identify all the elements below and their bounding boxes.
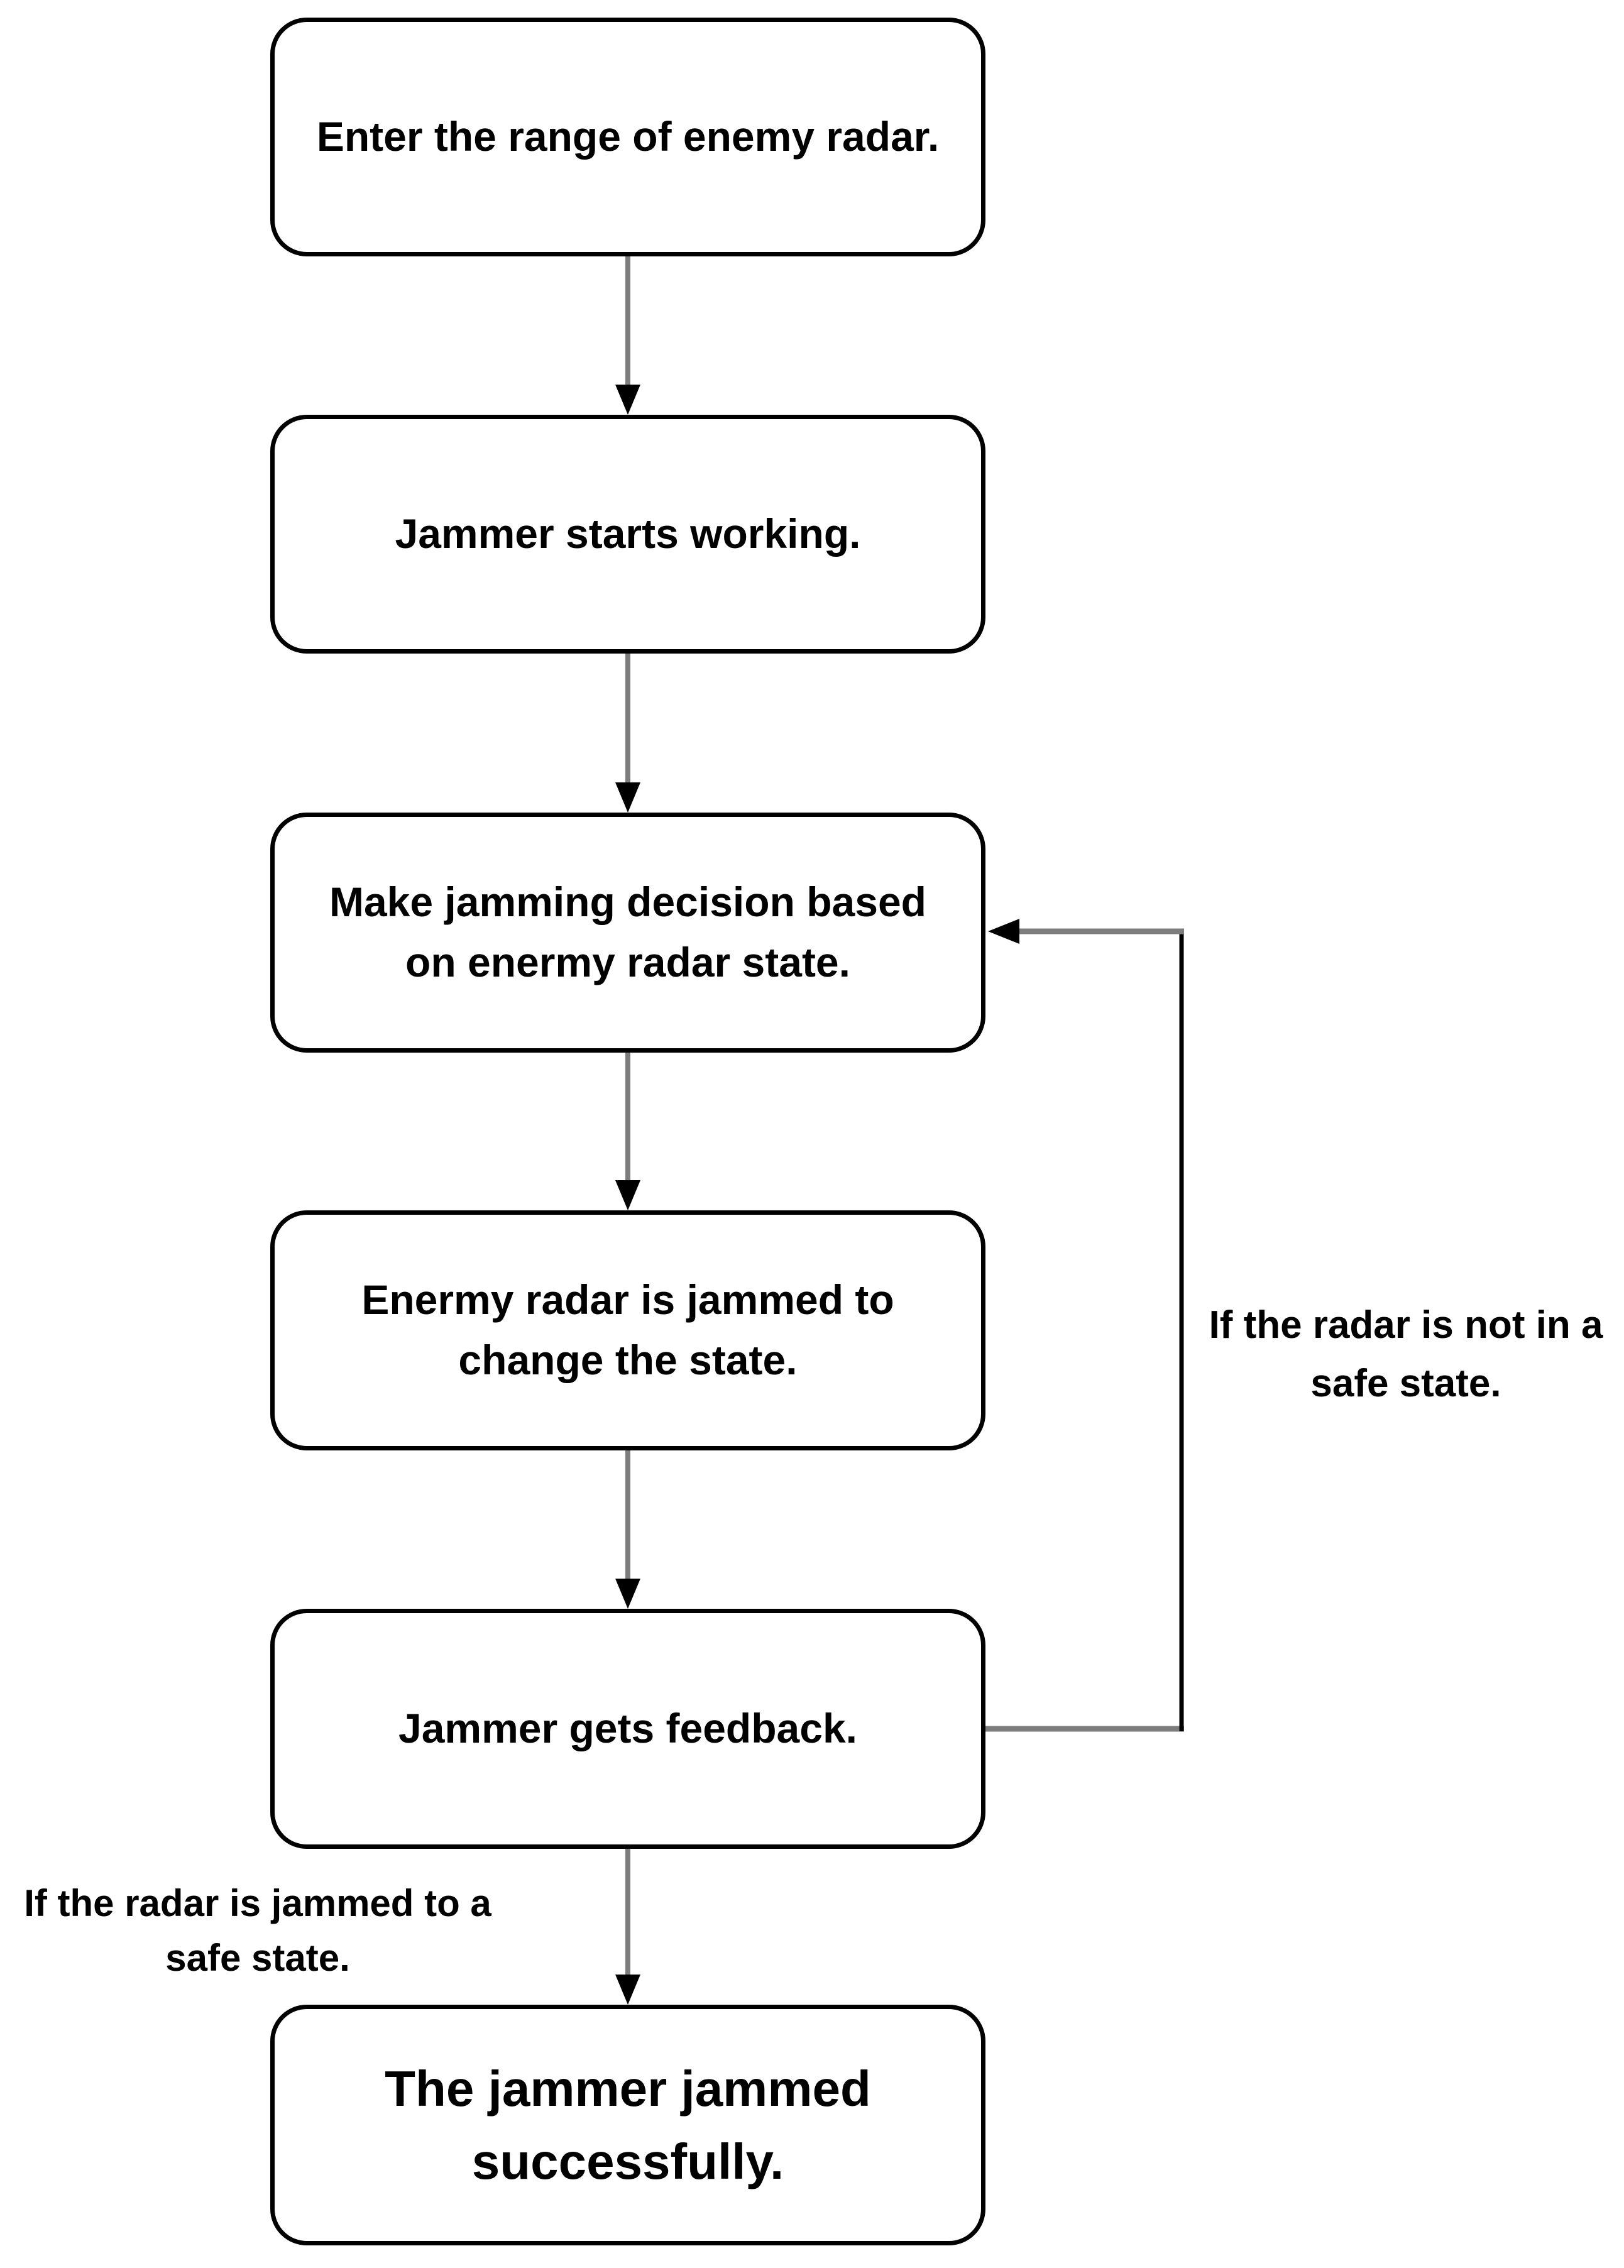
edge-loop-arrowhead — [988, 919, 1019, 944]
node-radar-jammed: Enermy radar is jammed to change the sta… — [270, 1210, 985, 1450]
edge-jammer-decision-arrowhead — [615, 782, 640, 813]
edge-decision-radar-arrowhead — [615, 1180, 640, 1210]
node-radar-jammed-label: Enermy radar is jammed to change the sta… — [361, 1276, 894, 1383]
node-decision: Make jamming decision based on enermy ra… — [270, 813, 985, 1053]
edge-label-safe-state: If the radar is jammed to a safe state. — [24, 1882, 491, 1979]
node-decision-label: Make jamming decision based on enermy ra… — [329, 879, 926, 985]
node-success: The jammer jammed successfully. — [270, 2005, 985, 2245]
node-start: Enter the range of enemy radar. — [270, 18, 985, 256]
node-success-label: The jammer jammed successfully. — [385, 2060, 871, 2189]
edge-feedback-success-arrowhead — [615, 1975, 640, 2005]
node-jammer-starts-label: Jammer starts working. — [395, 510, 861, 557]
node-start-label: Enter the range of enemy radar. — [316, 113, 940, 160]
edge-radar-feedback-arrowhead — [615, 1579, 640, 1609]
node-feedback-label: Jammer gets feedback. — [398, 1705, 858, 1752]
edge-label-not-safe-state: If the radar is not in a safe state. — [1209, 1303, 1603, 1405]
edge-start-jammer-arrowhead — [615, 385, 640, 415]
node-feedback: Jammer gets feedback. — [270, 1609, 985, 1849]
node-jammer-starts: Jammer starts working. — [270, 415, 985, 654]
